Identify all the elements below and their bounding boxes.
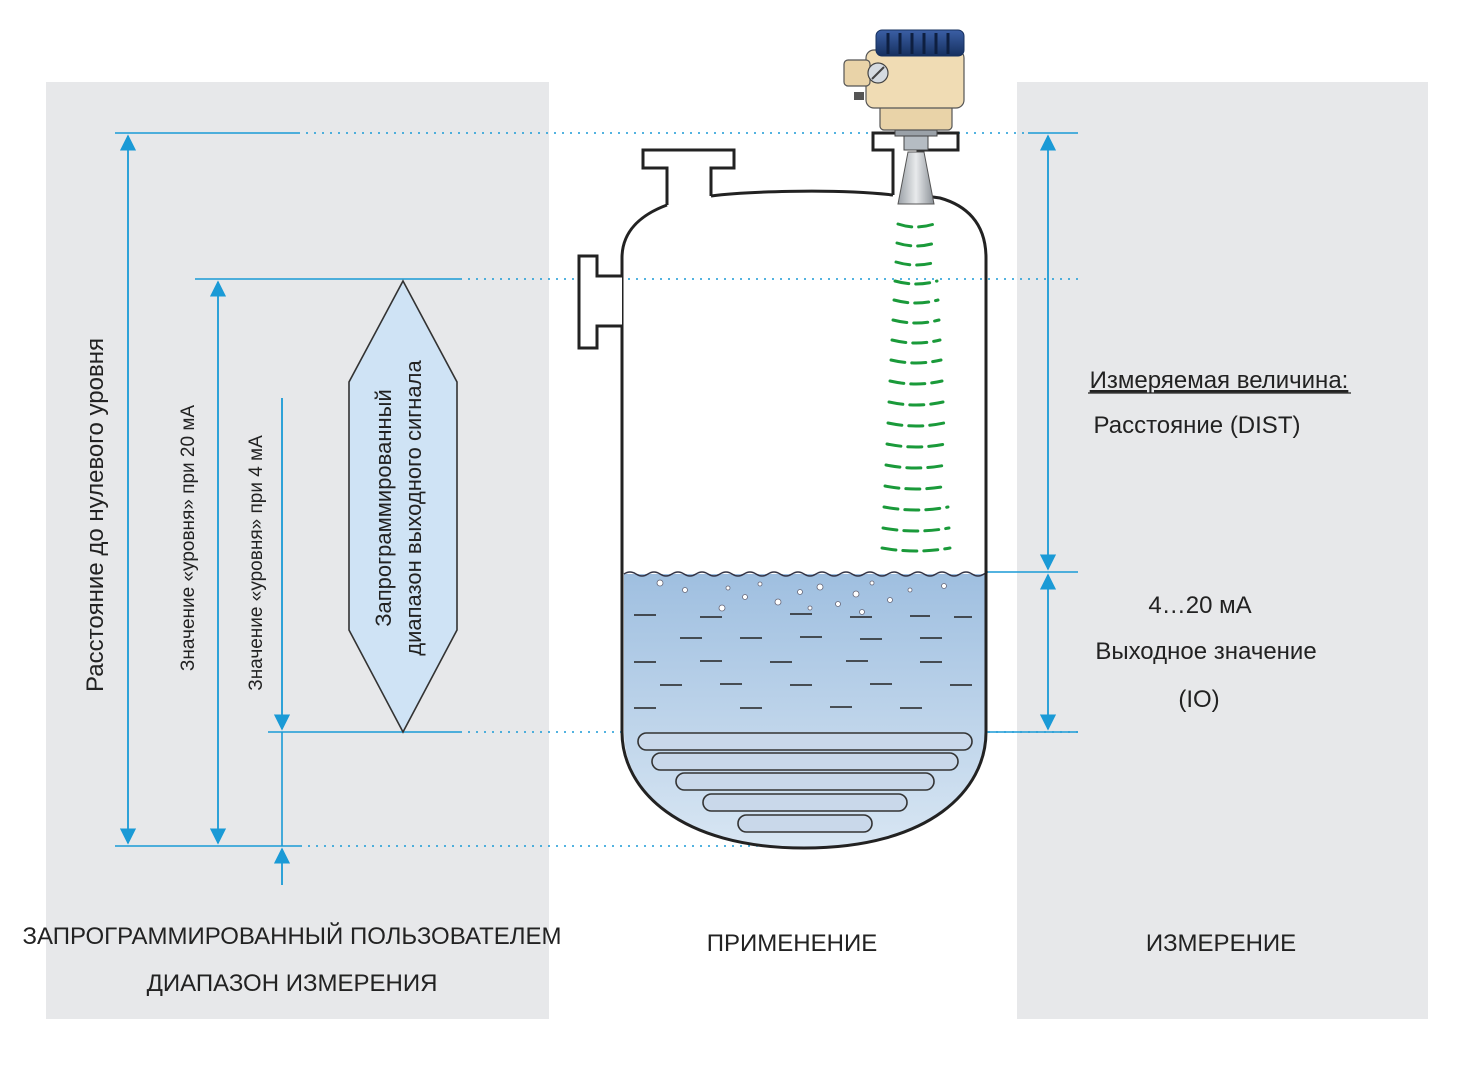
tank-nozzle-side xyxy=(577,254,622,350)
liquid-surface xyxy=(623,571,988,577)
heating-coil xyxy=(637,732,973,833)
distance-zero-label: Расстояние до нулевого уровня xyxy=(82,338,109,692)
reference-lines xyxy=(298,132,1078,847)
center-caption: ПРИМЕНЕНИЕ xyxy=(707,930,877,957)
left-caption-line1: ЗАПРОГРАММИРОВАННЫЙ ПОЛЬЗОВАТЕЛЕМ xyxy=(22,922,561,950)
output-code: (IO) xyxy=(1178,686,1219,713)
measured-value: Расстояние (DIST) xyxy=(1094,412,1301,439)
range-label-line1: Запрограммированный xyxy=(371,389,396,627)
level-4ma-label: Значение «уровня» при 4 мА xyxy=(246,435,267,691)
measured-title: Измеряемая величина: xyxy=(1090,367,1349,394)
radar-horn-antenna xyxy=(897,151,935,205)
liquid-bubbles xyxy=(656,579,947,615)
output-label: Выходное значение xyxy=(1095,638,1316,665)
radar-signal xyxy=(880,222,952,553)
output-range-shape xyxy=(348,279,458,734)
right-panel xyxy=(1017,82,1428,1019)
level-20ma-label: Значение «уровня» при 20 мА xyxy=(178,405,199,671)
right-caption: ИЗМЕРЕНИЕ xyxy=(1146,930,1296,957)
left-caption-line2: ДИАПАЗОН ИЗМЕРЕНИЯ xyxy=(147,970,438,997)
liquid-dashes xyxy=(634,613,972,709)
range-label-line2: диапазон выходного сигнала xyxy=(401,360,426,656)
left-panel xyxy=(46,82,549,1019)
tank xyxy=(577,131,988,850)
radar-sensor xyxy=(843,29,965,205)
tick-lines xyxy=(115,132,1078,847)
tank-outline xyxy=(620,189,988,850)
tank-nozzle-top xyxy=(641,148,736,205)
output-range: 4…20 мА xyxy=(1148,592,1251,619)
